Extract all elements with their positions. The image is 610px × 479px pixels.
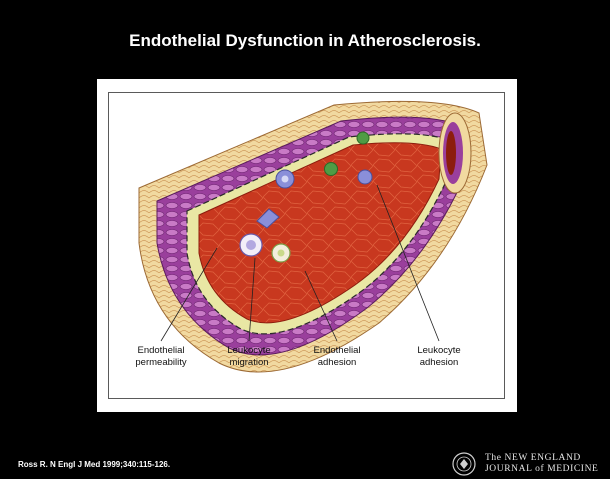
- label-leukocyte-adhesion: Leukocyte adhesion: [399, 345, 479, 369]
- artery-illustration: Endothelial permeability Leukocyte migra…: [108, 92, 505, 399]
- label-line: Leukocyte: [209, 345, 289, 357]
- slide-title: Endothelial Dysfunction in Atheroscleros…: [0, 31, 610, 51]
- label-line: Endothelial: [297, 345, 377, 357]
- label-line: Endothelial: [121, 345, 201, 357]
- platelet-cell: [325, 163, 338, 176]
- journal-name-line1: The NEW ENGLAND: [485, 453, 598, 464]
- label-endothelial-permeability: Endothelial permeability: [121, 345, 201, 369]
- figure-frame: Endothelial permeability Leukocyte migra…: [97, 79, 517, 412]
- label-line: adhesion: [399, 357, 479, 369]
- label-line: adhesion: [297, 357, 377, 369]
- label-line: permeability: [121, 357, 201, 369]
- leukocyte-adhering-nucleus: [246, 240, 256, 250]
- leukocyte-nucleus: [282, 176, 289, 183]
- label-endothelial-adhesion: Endothelial adhesion: [297, 345, 377, 369]
- journal-name: The NEW ENGLAND JOURNAL of MEDICINE: [485, 453, 598, 474]
- vessel-opening-lumen: [446, 131, 456, 175]
- citation: Ross R. N Engl J Med 1999;340:115-126.: [18, 460, 170, 469]
- platelet-cell: [357, 132, 369, 144]
- label-line: migration: [209, 357, 289, 369]
- label-leukocyte-migration: Leukocyte migration: [209, 345, 289, 369]
- journal-seal-icon: [452, 452, 476, 476]
- label-line: Leukocyte: [399, 345, 479, 357]
- leukocyte-cell: [358, 170, 372, 184]
- journal-name-line2: JOURNAL of MEDICINE: [485, 464, 598, 475]
- leukocyte-rolling-nucleus: [278, 250, 285, 257]
- journal-logo: The NEW ENGLAND JOURNAL of MEDICINE: [452, 452, 607, 476]
